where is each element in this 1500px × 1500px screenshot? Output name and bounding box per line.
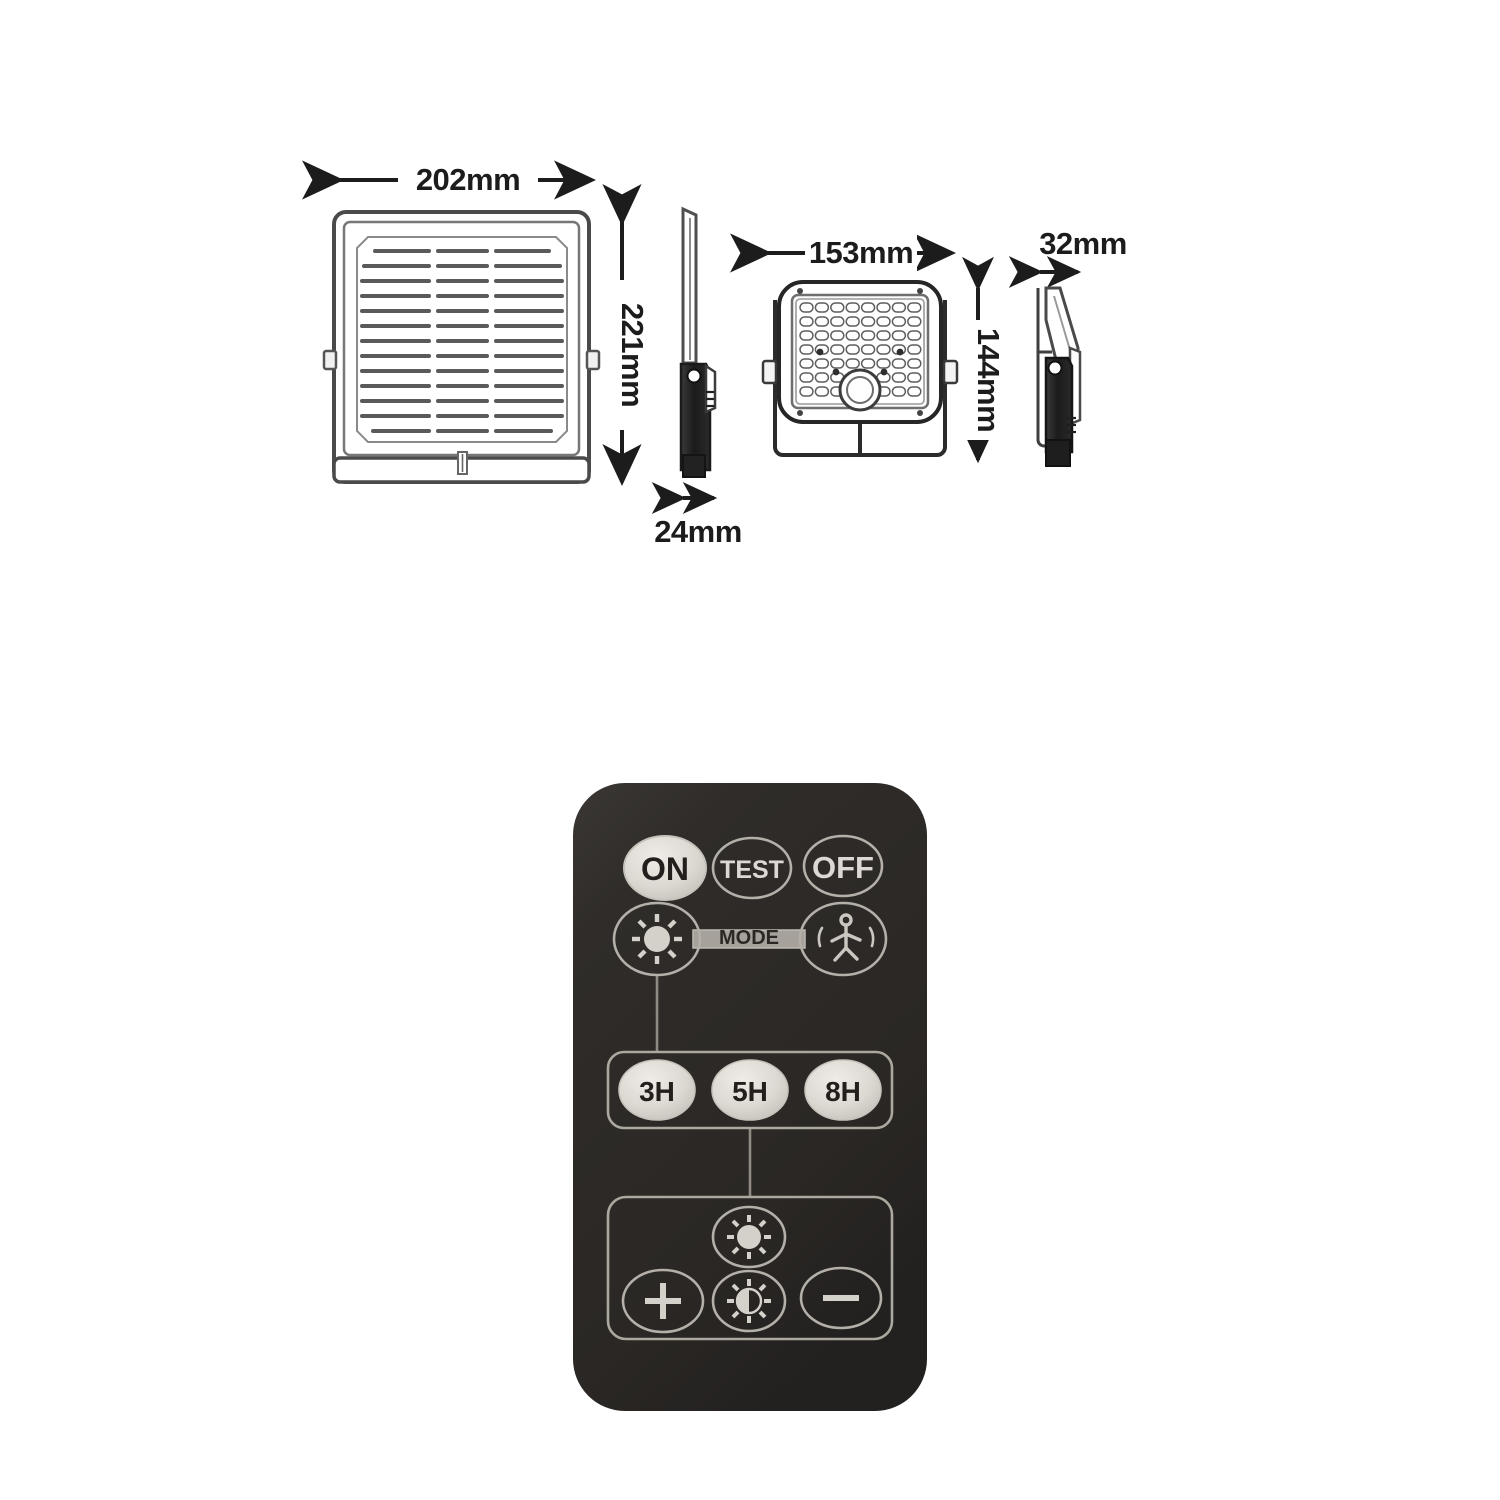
solar-cell-lines (360, 249, 564, 433)
remote-mode-bar (692, 929, 806, 949)
remote-button-mode-motion[interactable] (798, 901, 888, 977)
remote-button-test[interactable]: TEST (711, 836, 793, 900)
panel-center-hinge (457, 451, 468, 475)
floodlight-side-foot (1045, 439, 1071, 467)
panel-side-arm (704, 363, 717, 414)
dimension-label-panel-height: 221mm (615, 303, 650, 407)
remote-row-timer: 3H 5H 8H (606, 1050, 894, 1130)
dimension-label-panel-depth: 24mm (654, 514, 742, 549)
dimension-arrow-panel-height (600, 184, 644, 486)
dimension-arrow-light-width (730, 232, 956, 274)
remote-button-brightness-full[interactable] (711, 1205, 787, 1269)
remote-brightness-group-outline (606, 1195, 894, 1341)
floodlight-side-bracket (1036, 288, 1063, 448)
remote-button-5h-label: 5H (732, 1076, 768, 1107)
sun-icon (632, 914, 682, 964)
plus-icon (645, 1283, 681, 1319)
pir-sensor (838, 368, 882, 412)
remote-row-mode: MODE (612, 901, 888, 977)
remote-control: ON TEST OFF MODE (573, 783, 927, 1411)
dimension-label-light-width: 153mm (809, 235, 913, 270)
remote-button-off[interactable]: OFF (802, 834, 884, 898)
remote-button-8h-label: 8H (825, 1076, 861, 1107)
panel-side-pivot (686, 368, 702, 384)
floodlight-side-pivot (1047, 360, 1063, 376)
panel-side-foot (682, 454, 706, 478)
remote-button-brightness-minus[interactable] (799, 1266, 883, 1330)
remote-button-on[interactable]: ON (623, 835, 707, 901)
remote-button-3h-label: 3H (639, 1076, 675, 1107)
half-sun-icon (727, 1279, 771, 1323)
floodlight-side-view: 32mm (1008, 226, 1127, 467)
dimension-label-panel-width: 202mm (416, 162, 520, 197)
remote-button-on-label: ON (641, 851, 689, 887)
floodlight-side-body (1044, 356, 1074, 454)
floodlight-front-view: 153mm 144mm (730, 232, 1006, 464)
dimension-arrow-light-height (958, 256, 1000, 464)
remote-row-power: ON TEST OFF (623, 834, 884, 901)
remote-button-off-label: OFF (812, 850, 874, 885)
panel-side-bracket (679, 362, 712, 472)
remote-button-brightness-plus[interactable] (621, 1268, 705, 1334)
panel-mount-tab-left (322, 349, 338, 371)
panel-mount-tab-right (585, 349, 601, 371)
remote-button-test-label: TEST (720, 856, 784, 884)
remote-connector-lines (655, 975, 752, 1197)
remote-button-8h[interactable]: 8H (804, 1059, 882, 1121)
housing-screws (797, 288, 923, 416)
solar-panel-front-view: 202mm 221mm (302, 158, 650, 486)
sun-icon (727, 1215, 771, 1259)
walking-person-icon (817, 913, 875, 962)
remote-mode-label: MODE (719, 927, 779, 949)
floodlight-pivot-right (942, 359, 959, 385)
dimension-label-light-depth: 32mm (1039, 226, 1127, 261)
solar-panel-side-view: 24mm (651, 206, 742, 549)
dimension-arrow-panel-width (302, 158, 596, 202)
remote-button-mode-sun[interactable] (612, 901, 702, 977)
dimension-label-light-height: 144mm (971, 328, 1006, 432)
floodlight-pivot-left (761, 359, 778, 385)
remote-button-3h[interactable]: 3H (618, 1059, 696, 1121)
remote-button-5h[interactable]: 5H (711, 1059, 789, 1121)
floodlight-side-ribs (1066, 416, 1076, 434)
remote-button-brightness-dim[interactable] (711, 1269, 787, 1333)
lens-screws (816, 348, 904, 376)
remote-row-brightness (606, 1195, 894, 1341)
panel-side-ribs (706, 390, 714, 408)
remote-timer-group-outline (606, 1050, 894, 1130)
